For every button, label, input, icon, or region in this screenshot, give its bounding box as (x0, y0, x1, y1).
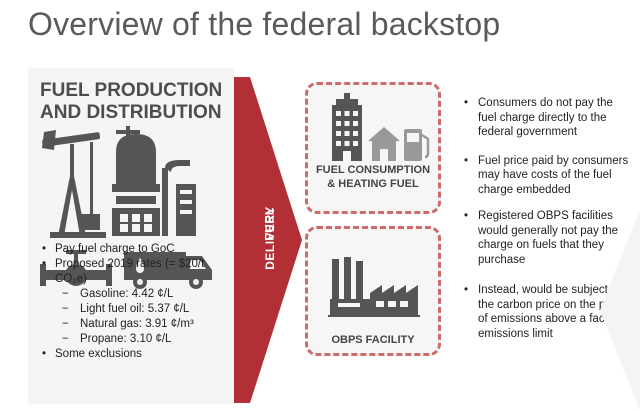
list-item: Instead, would be subject to the carbon … (462, 283, 634, 341)
consumption-label-line-1: FUEL CONSUMPTION (315, 164, 431, 176)
fuel-consumption-box: FUEL CONSUMPTION & HEATING FUEL (305, 82, 441, 214)
list-item: Pay fuel charge to GoC (40, 242, 236, 257)
list-item: Proposed 2019 rates (= $20/t CO₂e) (40, 257, 236, 287)
pumpjack-icon (42, 130, 106, 238)
fuel-production-panel: FUEL PRODUCTION AND DISTRIBUTION (28, 68, 234, 404)
production-bullets: Pay fuel charge to GoC Proposed 2019 rat… (40, 242, 236, 362)
list-item: Registered OBPS facilities would general… (462, 209, 634, 267)
fuel-consumption-label: FUEL CONSUMPTION & HEATING FUEL (308, 163, 438, 191)
office-building-icon (332, 93, 362, 161)
refinery-icon (112, 126, 196, 236)
heading-line-2: AND DISTRIBUTION (40, 102, 222, 123)
fuel-delivery-arrow (234, 77, 302, 403)
rate-natural-gas: Natural gas: 3.91 ¢/m³ (40, 317, 236, 332)
obps-facility-label: OBPS FACILITY (331, 334, 415, 346)
page-title: Overview of the federal backstop (28, 6, 501, 42)
list-item: Fuel price paid by consumers may have co… (462, 154, 634, 198)
factory-icon (328, 257, 420, 317)
heading-line-1: FUEL PRODUCTION (40, 80, 223, 101)
rate-propane: Propane: 3.10 ¢/L (40, 332, 236, 347)
right-bullets: Consumers do not pay the fuel charge dir… (462, 96, 634, 341)
consumption-label-line-2: & HEATING FUEL (327, 178, 419, 190)
obps-facility-box: OBPS FACILITY (305, 226, 441, 356)
arrow-label-line-2: DELIVERY (263, 206, 278, 270)
list-item: Some exclusions (40, 347, 236, 362)
fuel-delivery-label: FUEL DELIVERY (252, 176, 288, 286)
fuel-pump-icon (404, 129, 430, 161)
house-icon (368, 127, 400, 161)
rate-gasoline: Gasoline: 4.42 ¢/L (40, 287, 236, 302)
decorative-page-corner (600, 210, 640, 411)
fuel-production-heading: FUEL PRODUCTION AND DISTRIBUTION (40, 80, 222, 124)
rate-light-fuel-oil: Light fuel oil: 5.37 ¢/L (40, 302, 236, 317)
consumption-icons (332, 93, 430, 161)
list-item: Consumers do not pay the fuel charge dir… (462, 96, 634, 140)
